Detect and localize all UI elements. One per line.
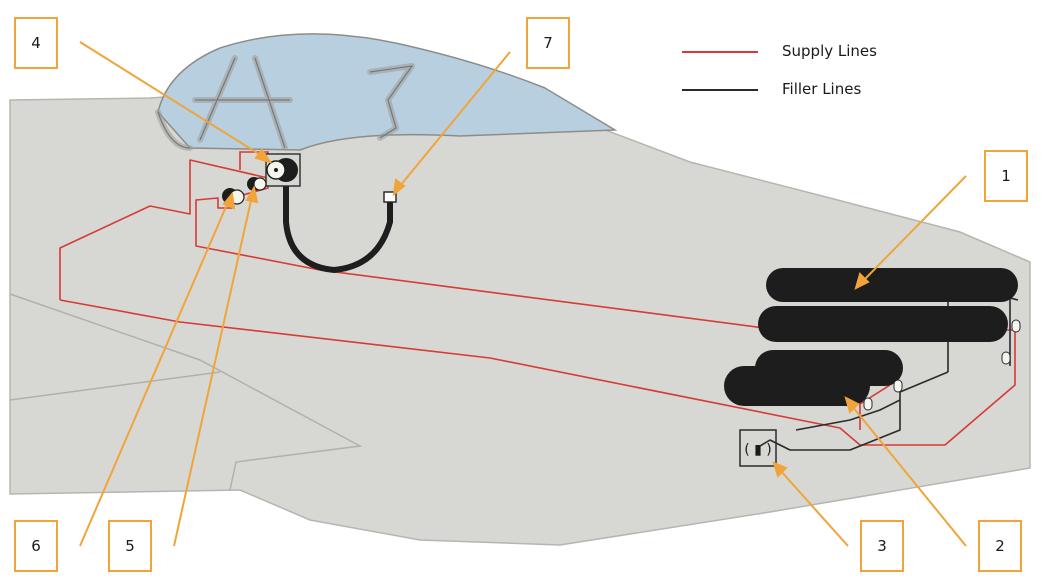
callout-4: 4	[14, 17, 58, 69]
fuel-tank	[766, 268, 1018, 302]
legend-filler-label: Filler Lines	[782, 80, 862, 98]
leader-line-1	[863, 175, 967, 281]
arrowhead-3	[772, 461, 788, 478]
canopy	[157, 33, 618, 151]
arrowhead-5	[245, 185, 259, 204]
fuel-tank-cap	[1011, 319, 1021, 333]
filler-cap-symbol: ( ▮ )	[744, 442, 772, 458]
callout-1: 1	[984, 150, 1028, 202]
wing-fold-line	[9, 371, 221, 401]
fuel-tank	[724, 366, 870, 406]
leader-line-5	[173, 195, 253, 547]
fuel-tank-group-2	[724, 350, 903, 411]
filler-line-panel	[795, 399, 901, 431]
hose-fitting	[383, 191, 397, 203]
fuel-tank-cap	[893, 379, 903, 393]
leader-line-7	[399, 51, 511, 187]
supply-line-main	[59, 159, 1016, 446]
wing-outline	[9, 293, 363, 491]
leader-line-2	[851, 405, 967, 547]
canopy-frame-outline	[157, 57, 414, 149]
primer-knob-face	[253, 177, 267, 191]
arrowhead-2	[844, 396, 860, 414]
arrowhead-4	[254, 148, 273, 164]
callout-7: 7	[526, 17, 570, 69]
arrowhead-1	[854, 272, 870, 290]
callout-2: 2	[978, 520, 1022, 572]
callout-6: 6	[14, 520, 58, 572]
filler-hose	[283, 169, 393, 274]
fuel-tank-group-1	[758, 268, 1021, 365]
arrowhead-6	[222, 191, 236, 210]
leader-line-3	[779, 469, 849, 547]
leader-line-4	[79, 41, 263, 157]
fuel-selector-dot	[274, 168, 278, 172]
callout-5: 5	[108, 520, 152, 572]
fuel-tank	[758, 306, 1008, 342]
fuel-tank-cap	[1001, 351, 1011, 365]
callout-3: 3	[860, 520, 904, 572]
filler-cap-panel	[739, 429, 777, 467]
arrowhead-7	[392, 178, 406, 197]
leader-line-6	[79, 201, 229, 547]
legend-supply-label: Supply Lines	[782, 42, 877, 60]
supply-line-lower	[859, 384, 891, 430]
fuel-tank-cap	[863, 397, 873, 411]
